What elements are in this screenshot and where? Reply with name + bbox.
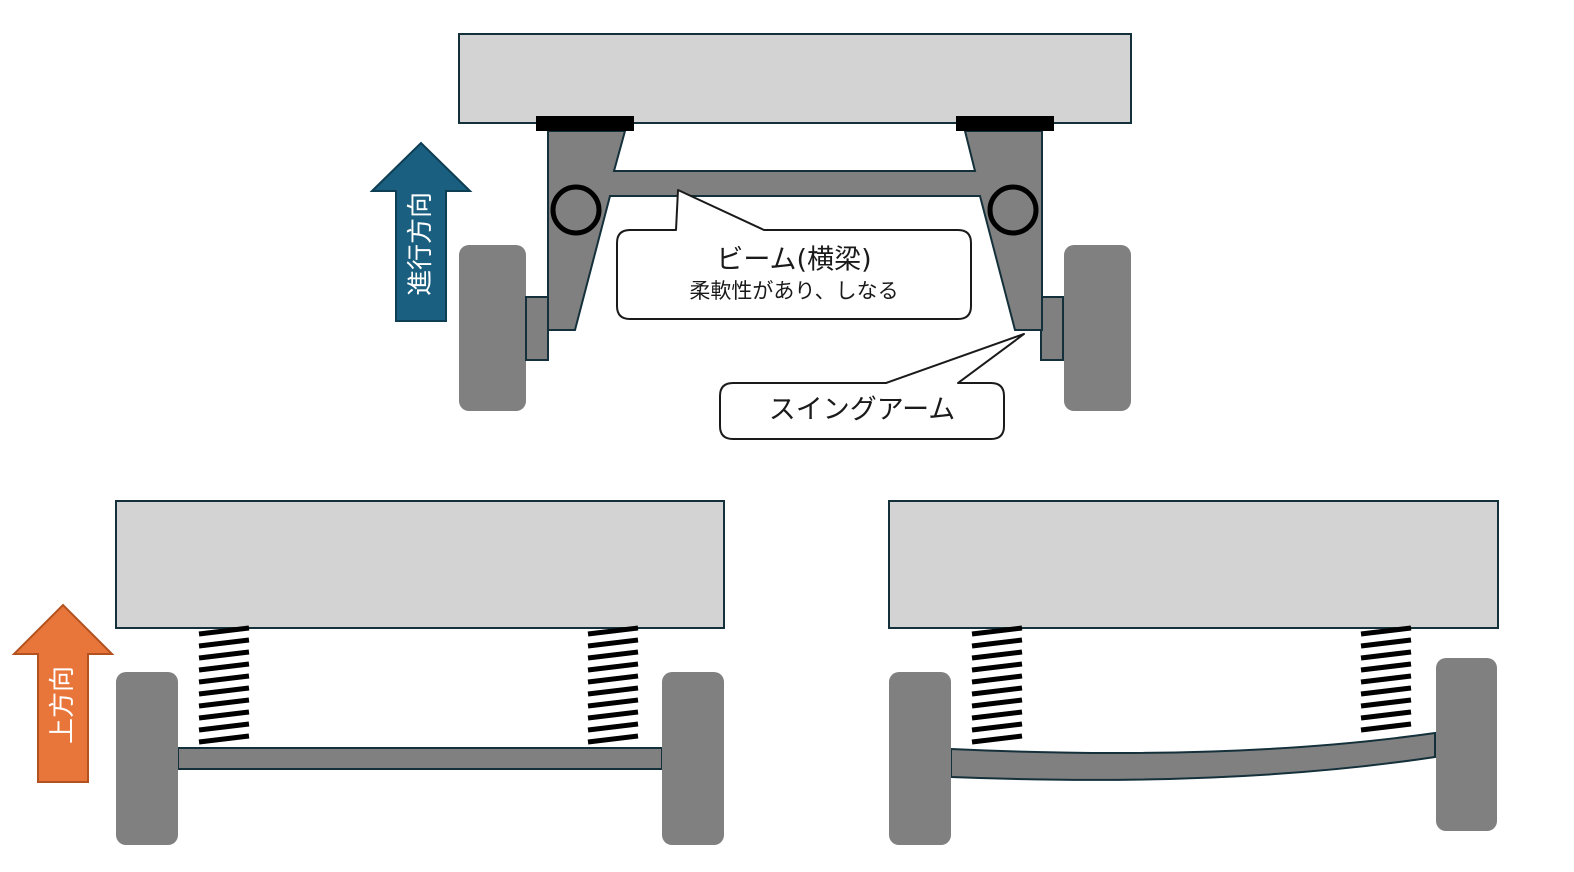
right-beam-flexed	[950, 731, 1436, 781]
top-wheel-left	[459, 245, 526, 411]
beam-callout-note: 柔軟性があり、しなる	[689, 279, 898, 303]
right-spring-2	[1360, 625, 1412, 733]
top-vehicle-body	[458, 33, 1132, 124]
top-wheel-right	[1064, 245, 1131, 411]
left-vehicle-body	[115, 500, 725, 629]
swing-arm-callout: スイングアーム	[719, 333, 1025, 440]
side-view-straight	[115, 500, 725, 845]
left-wheel-1	[116, 672, 178, 845]
right-vehicle-body	[888, 500, 1499, 629]
direction-arrow-label: 進行方向	[406, 192, 436, 296]
upward-arrow: 上方向	[11, 603, 115, 783]
left-wheel-2	[662, 672, 724, 845]
left-spring-1	[198, 625, 250, 745]
top-view	[458, 33, 1132, 411]
side-view-flexed	[888, 500, 1499, 845]
top-hub-right	[1040, 296, 1064, 361]
pivot-bushing-right	[987, 184, 1039, 236]
body-mount-left	[536, 116, 634, 131]
right-spring-1	[971, 625, 1023, 745]
direction-arrow-shape	[369, 141, 473, 322]
right-wheel-2	[1436, 658, 1497, 831]
swing-arm-callout-label: スイングアーム	[769, 395, 956, 426]
swing-arm-beam-assembly	[547, 130, 1043, 331]
swing-arm-callout-bubble	[719, 333, 1025, 440]
beam-callout-title: ビーム(横梁)	[716, 245, 871, 276]
direction-arrow: 進行方向	[369, 141, 473, 322]
beam-callout: ビーム(横梁) 柔軟性があり、しなる	[616, 189, 972, 320]
top-hub-left	[525, 296, 549, 361]
upward-arrow-shape	[11, 603, 115, 783]
body-mount-right	[956, 116, 1054, 131]
left-beam	[177, 747, 663, 770]
right-wheel-1	[889, 672, 951, 845]
left-spring-2	[587, 625, 639, 745]
beam-callout-bubble	[616, 189, 972, 320]
pivot-bushing-left	[550, 184, 602, 236]
upward-arrow-label: 上方向	[48, 666, 78, 744]
